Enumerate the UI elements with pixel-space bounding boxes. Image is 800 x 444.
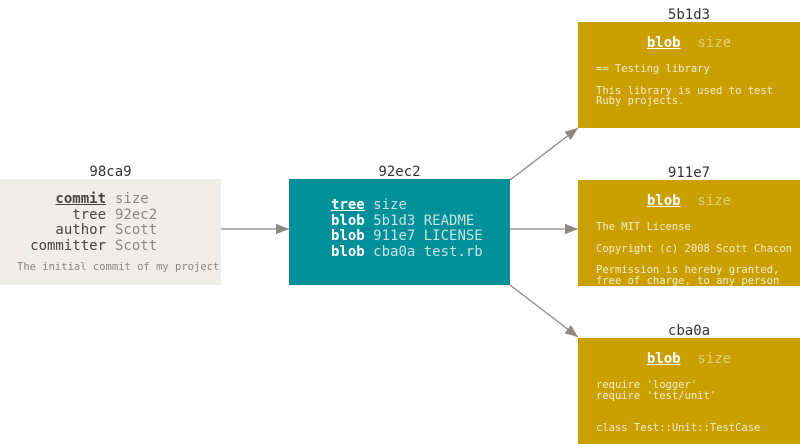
blob-line: Copyright (c) 2008 Scott Chacon — [596, 242, 792, 255]
arrow-tree-blob1 — [509, 127, 579, 181]
blob-line: The MIT License — [596, 221, 691, 233]
commit-id: 98ca9 — [89, 164, 132, 180]
tree-object: tree size blob 5b1d3 README blob 911e7 L… — [289, 179, 510, 285]
blob-line: class Test::Unit::TestCase — [596, 422, 761, 435]
blob-line: == Testing library — [596, 63, 710, 75]
blob-id: cba0a — [667, 323, 711, 339]
blob-line: require 'logger' — [596, 379, 698, 391]
blob-line: require 'test/unit' — [596, 389, 717, 402]
blob-line: This library is used to test — [596, 84, 774, 97]
tree-id: 92ec2 — [378, 164, 421, 180]
blob-id: 5b1d3 — [667, 7, 711, 23]
blob-line: Permission is hereby granted, — [596, 264, 780, 277]
blob-line: Ruby projects. — [596, 95, 685, 108]
commit-type: commit — [55, 191, 106, 207]
blob-id: 911e7 — [667, 165, 711, 181]
commit-message: The initial commit of my project — [17, 261, 220, 273]
blob-line: free of charge, to any person — [596, 275, 780, 287]
arrow-tree-blob3 — [509, 284, 579, 338]
